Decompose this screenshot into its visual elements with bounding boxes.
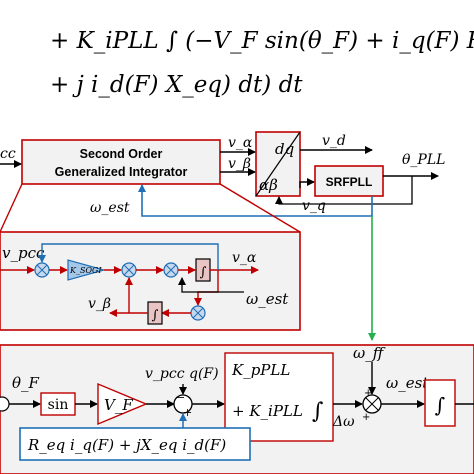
loop-gain-label: V_F [104,396,133,414]
detail-gain-label: K_SOGI [69,266,102,275]
sogi-title-line1: Second Order [80,147,163,161]
loop-sum-2-plus-1: + [364,388,372,399]
loop-gain [97,382,148,426]
transform-alphabeta: αβ [259,176,278,194]
loop-omega-ff: ω_ff [353,344,386,362]
loop-integrator [424,379,456,427]
loop-feedback: R_eq i_q(F) + jX_eq i_d(F) [27,436,226,454]
transform-block: dq αβ [255,131,301,197]
loop-pi-line2: + K_iPLL [232,402,303,420]
detail-out-alpha: v_α [232,250,257,266]
transform-out-d: v_d [322,133,346,149]
sogi-omega-in: ω_est [90,200,130,216]
detail-input: v_pcc [2,244,45,262]
zoom-line-left [0,183,23,233]
sogi-out-alpha: v_α [228,135,253,151]
loop-sum-1-plus: + [183,406,192,419]
sogi-input-label: cc [0,146,16,162]
srfpll-block: SRFPLL [314,165,384,197]
loop-integrator-symbol: ∫ [435,393,445,417]
transform-dq: dq [275,140,294,158]
loop-feedback-box [19,427,251,461]
detail-out-beta: v_β [88,296,111,312]
detail-gain [67,259,107,281]
detail-alpha-feedback [38,243,219,270]
equation: + K_iPLL ∫ (−V_F sin(θ_F) + i_q(F) R_eq … [50,28,474,98]
detail-omega-wire [178,277,244,293]
loop-omega-est: ω_est [386,374,429,392]
loop-sum-2-plus-2: + [362,412,370,423]
theta-feedback [275,176,413,205]
sogi-out-beta: v_β [228,156,251,172]
srfpll-output: θ_PLL [402,152,445,168]
loop-pi-block [224,352,334,442]
sogi-title-line2: Generalized Integrator [55,165,188,179]
loop-theta: θ_F [12,374,40,392]
vq-wire [299,178,315,188]
detail-integrator-2-symbol: ∫ [152,308,159,323]
loop-pi-integral: ∫ [312,399,324,424]
detail-omega: ω_est [246,290,289,308]
zoom-line-right [219,183,301,233]
transform-out-q: v_q [302,198,326,214]
loop-pi-line1: K_pPLL [231,361,290,379]
equation-line2: + j i_d(F) X_eq) dt) dt [50,72,303,98]
srfpll-label: SRFPLL [326,175,373,189]
sogi-block: Second Order Generalized Integrator [21,139,221,185]
loop-delta-omega: Δω [332,414,355,430]
equation-line1: + K_iPLL ∫ (−V_F sin(θ_F) + i_q(F) R_eq [50,28,474,54]
loop-theta-sum [0,396,10,412]
loop-vpccq: v_pcc q(F) [145,366,219,382]
loop-sum-1-minus: − [176,391,185,404]
detail-integrator-1-symbol: ∫ [200,265,207,280]
loop-sin: sin [48,397,69,413]
omega-est-feedback [138,184,373,217]
